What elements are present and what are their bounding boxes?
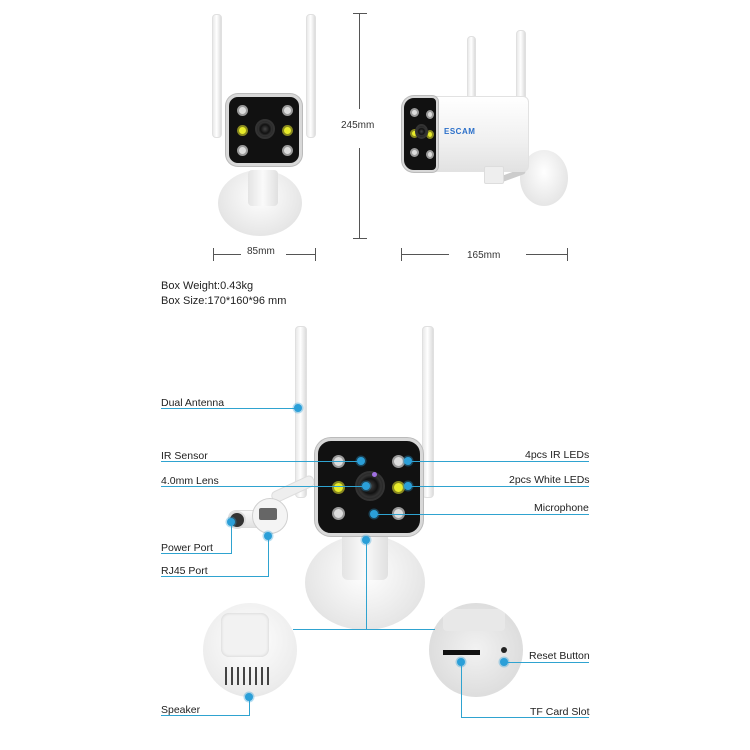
callout-power-port: Power Port <box>161 542 213 554</box>
tf-reset-detail-image <box>429 603 523 697</box>
callout-lens: 4.0mm Lens <box>161 475 219 487</box>
callout-microphone: Microphone <box>534 502 589 514</box>
callout-ir-sensor: IR Sensor <box>161 450 208 462</box>
white-led-icon <box>332 481 345 494</box>
callout-speaker: Speaker <box>161 704 201 716</box>
box-size: Box Size:170*160*96 mm <box>161 295 287 307</box>
callout-dot-icon <box>227 518 235 526</box>
callout-dot-icon <box>357 457 365 465</box>
callout-dot-icon <box>457 658 465 666</box>
reset-button-icon <box>501 647 507 653</box>
dimension-height-label: 245mm <box>341 120 375 131</box>
callout-dot-icon <box>404 482 412 490</box>
callout-rj45-port: RJ45 Port <box>161 565 208 577</box>
ir-led-icon <box>410 108 419 117</box>
callout-dot-icon <box>362 536 370 544</box>
white-led-icon <box>392 481 405 494</box>
ir-led-icon <box>410 148 419 157</box>
callout-dot-icon <box>500 658 508 666</box>
callout-dot-icon <box>294 404 302 412</box>
lens-icon <box>255 119 275 139</box>
lens-indicator-icon <box>372 472 377 477</box>
ir-led-icon <box>237 105 248 116</box>
callout-dot-icon <box>370 510 378 518</box>
callout-white-leds: 2pcs White LEDs <box>509 474 590 486</box>
ir-led-icon <box>282 105 293 116</box>
ir-led-icon <box>426 150 434 159</box>
front-neck <box>248 170 278 206</box>
front-camera-face <box>226 94 302 166</box>
speaker-detail-image <box>203 603 297 697</box>
callout-dot-icon <box>362 482 370 490</box>
main-camera-face <box>315 438 423 536</box>
tf-card-slot-icon <box>443 650 480 655</box>
main-antenna-left <box>295 326 307 498</box>
speaker-grille-icon <box>225 667 273 685</box>
callout-tf-card-slot: TF Card Slot <box>530 706 590 718</box>
lens-icon <box>415 124 428 139</box>
callout-dual-antenna: Dual Antenna <box>161 397 225 409</box>
front-antenna-right <box>306 14 316 138</box>
dimension-side-length-label: 165mm <box>467 250 501 261</box>
callout-ir-leds: 4pcs IR LEDs <box>525 449 590 461</box>
ir-led-icon <box>392 507 405 520</box>
white-led-icon <box>237 125 248 136</box>
callout-dot-icon <box>264 532 272 540</box>
dimension-front-width-label: 85mm <box>247 246 275 257</box>
ir-led-icon <box>426 110 434 119</box>
ir-led-icon <box>332 507 345 520</box>
callout-reset-button: Reset Button <box>529 650 590 662</box>
white-led-icon <box>282 125 293 136</box>
ir-led-icon <box>237 145 248 156</box>
callout-dot-icon <box>245 693 253 701</box>
box-weight: Box Weight:0.43kg <box>161 280 254 292</box>
callout-dot-icon <box>404 457 412 465</box>
rj45-port-socket <box>259 508 277 520</box>
ir-led-icon <box>282 145 293 156</box>
front-antenna-left <box>212 14 222 138</box>
side-camera-face <box>402 96 438 172</box>
side-camera-bottom-post <box>484 166 504 184</box>
speaker-cover <box>221 613 269 657</box>
main-antenna-right <box>422 326 434 498</box>
brand-logo: ESCAM <box>444 127 476 136</box>
